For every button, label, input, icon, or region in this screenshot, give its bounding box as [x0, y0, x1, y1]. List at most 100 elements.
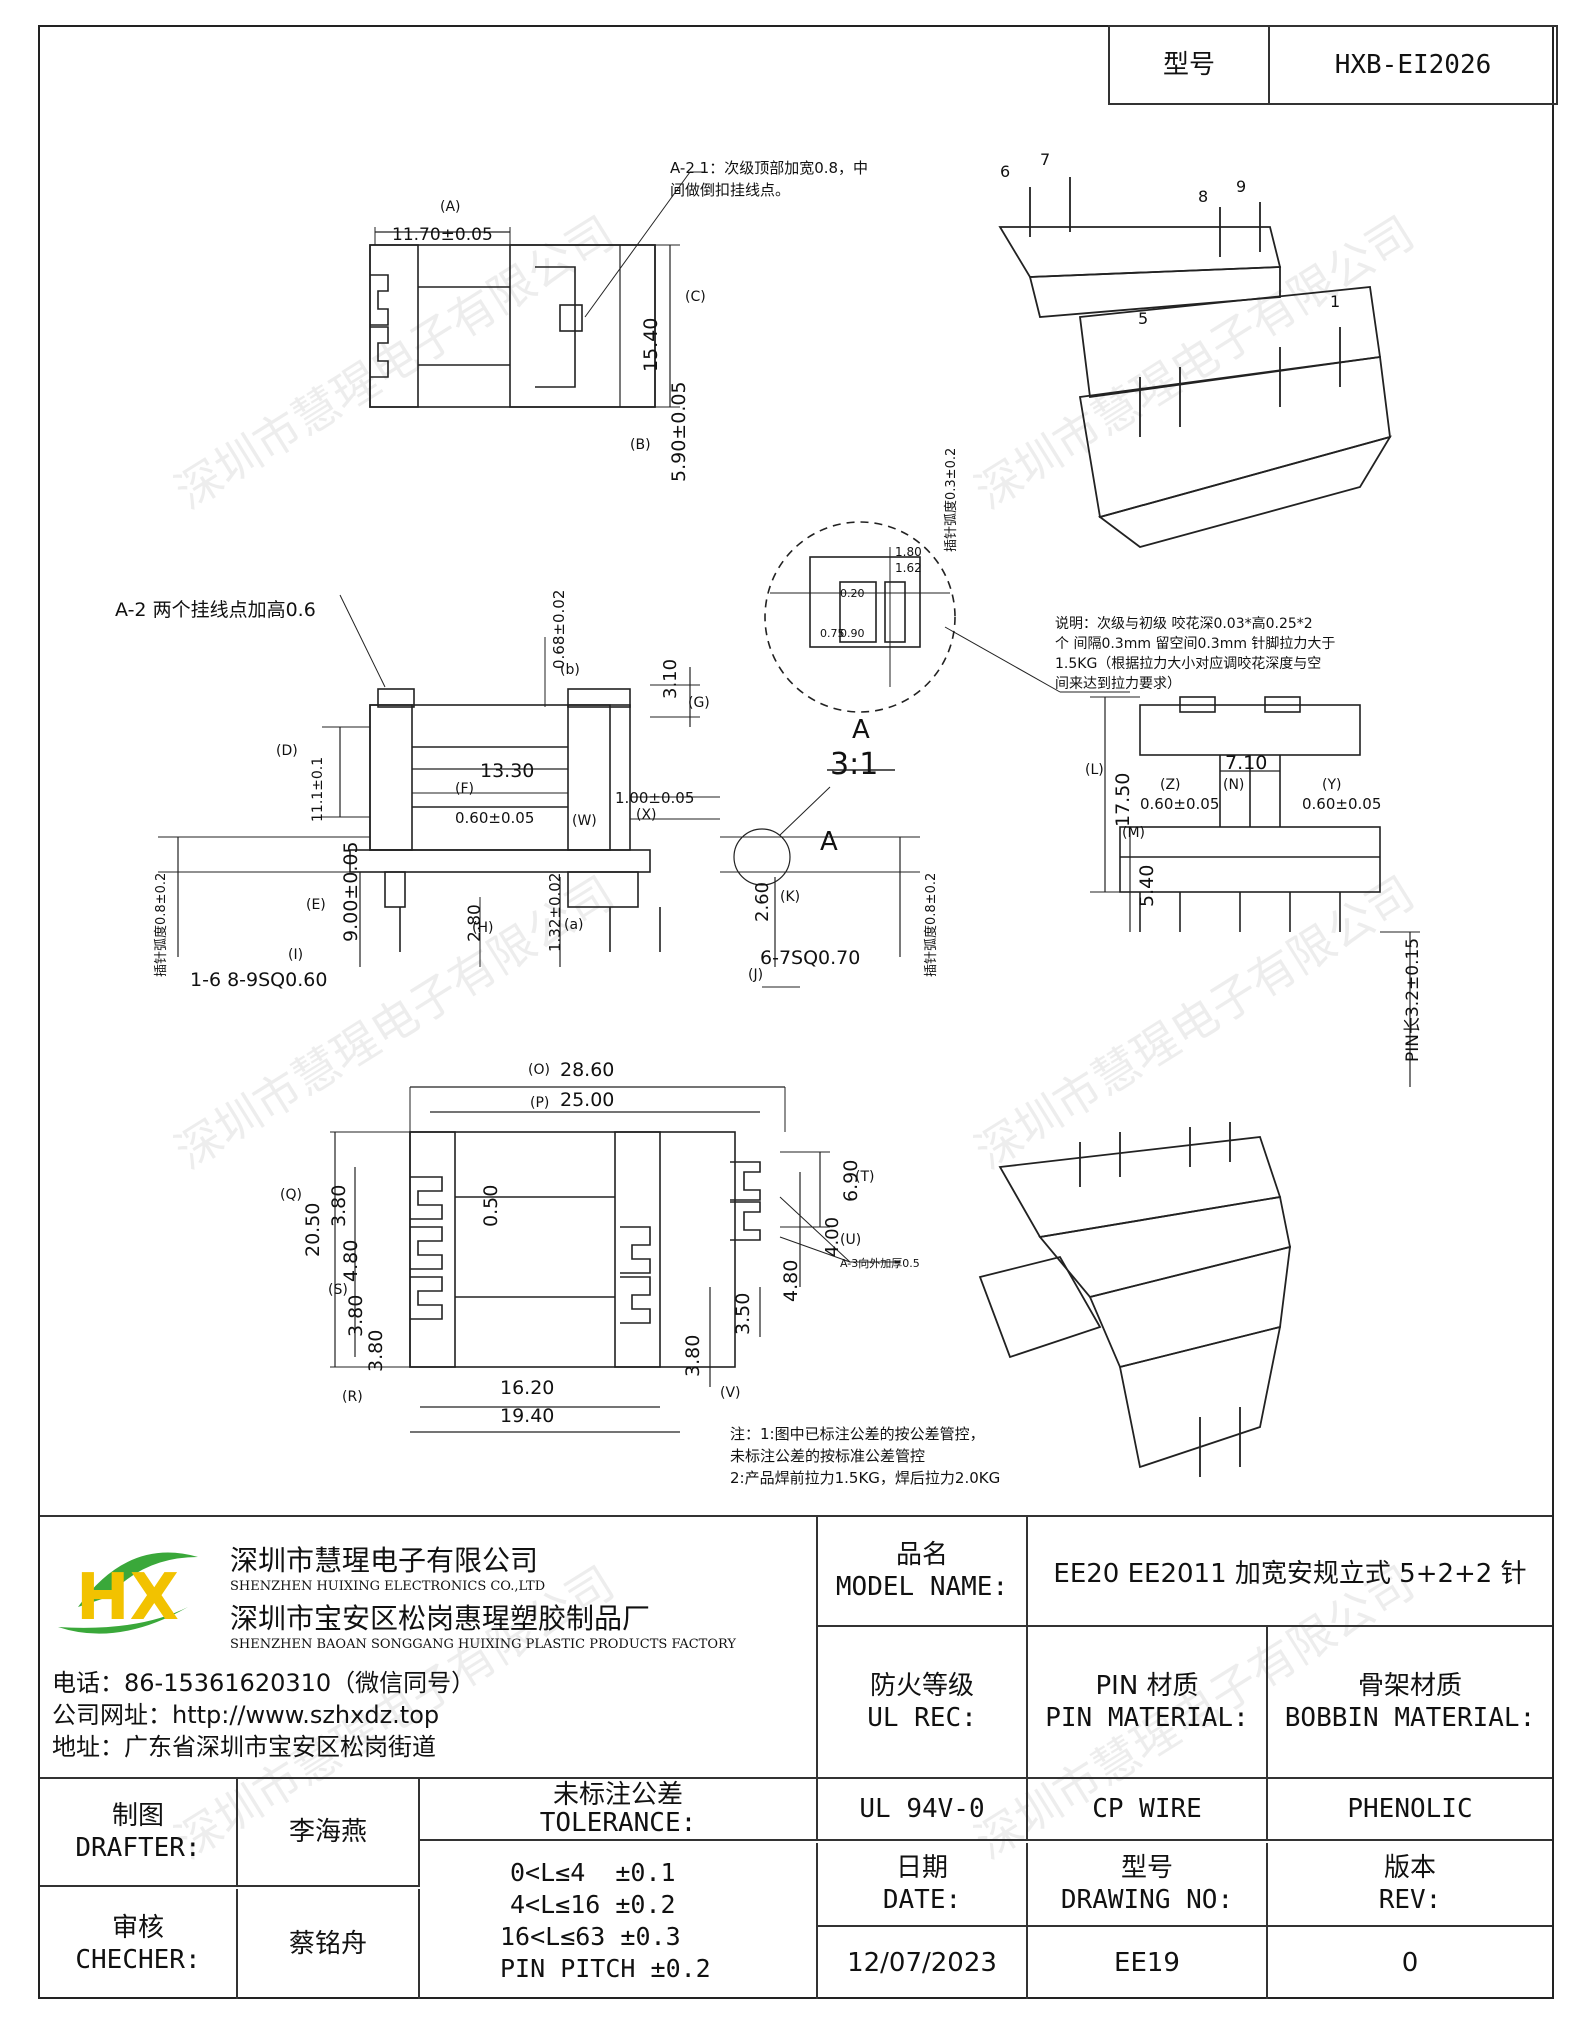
- divider: [40, 1777, 1552, 1779]
- note-a2-top-2: 间做倒扣挂线点。: [670, 181, 791, 199]
- bobbin-value: PHENOLIC: [1268, 1779, 1552, 1841]
- pin-number: 1: [1330, 292, 1341, 311]
- bob-en: BOBBIN MATERIAL:: [1284, 1703, 1536, 1733]
- pin-number: 8: [1198, 187, 1209, 206]
- view-side-left: [158, 594, 920, 988]
- rev-label: 版本 REV:: [1268, 1843, 1552, 1927]
- dim-label: (Y): [1322, 777, 1342, 793]
- view-side-right: [1090, 696, 1420, 1087]
- dim-note: 插针弧度0.3±0.2: [944, 447, 959, 552]
- company-address: 地址：广东省深圳市宝安区松岗街道: [52, 1733, 436, 1761]
- dim-value: 0.60±0.05: [1302, 795, 1382, 813]
- factory-name-cn: 深圳市宝安区松岗惠瑆塑胶制品厂: [230, 1602, 651, 1635]
- model-name-cn: 品名: [895, 1540, 948, 1570]
- dim-value: 1.00±0.05: [615, 789, 695, 807]
- note-a2-left: A-2 两个挂线点加高0.6: [115, 599, 316, 621]
- ul-label: 防火等级 UL REC:: [818, 1627, 1028, 1777]
- dim-label: (a): [564, 917, 584, 933]
- dim-label: (L): [1085, 762, 1104, 778]
- tolerance-label: 未标注公差 TOLERANCE:: [420, 1779, 818, 1841]
- note-desc-4: 间来达到拉力要求）: [1055, 676, 1181, 692]
- dim-label: (N): [1223, 777, 1245, 793]
- scale-ratio: 3:1: [830, 747, 879, 782]
- dim-label: (U): [840, 1232, 862, 1248]
- company-logo: HX: [58, 1552, 198, 1635]
- company-website: 公司网址：http://www.szhxdz.top: [52, 1701, 440, 1729]
- dim-value: 3.80: [328, 1184, 350, 1227]
- dim-value: 11.70±0.05: [392, 225, 493, 245]
- checker-cn: 审核: [111, 1913, 164, 1943]
- model-name-en: MODEL NAME:: [835, 1572, 1009, 1602]
- isometric-view-bottom: [978, 1122, 1292, 1477]
- company-name-en: SHENZHEN HUIXING ELECTRONICS CO.,LTD: [230, 1579, 546, 1594]
- dim-value: 28.60: [560, 1059, 615, 1081]
- drawing-no-label: 型号 DRAWING NO:: [1028, 1843, 1268, 1927]
- section-marker: A: [820, 827, 838, 857]
- rev-en: REV:: [1378, 1885, 1442, 1915]
- drafter-label: 制图 DRAFTER:: [40, 1779, 238, 1887]
- model-name-value: EE20 EE2011 加宽安规立式 5+2+2 针: [1028, 1517, 1552, 1627]
- dim-value: 0.60±0.05: [1140, 795, 1220, 813]
- company-section: HX 深圳市慧瑆电子有限公司 SHENZHEN HUIXING ELECTRON…: [40, 1517, 818, 1777]
- note-bottom-3: 2:产品焊前拉力1.5KG，焊后拉力2.0KG: [730, 1469, 1001, 1487]
- dim-label: (S): [328, 1282, 348, 1298]
- dim-value: 0.60±0.05: [455, 809, 535, 827]
- dim-label: (R): [342, 1389, 363, 1405]
- dim-label: (B): [630, 437, 651, 453]
- dim-label: (E): [306, 897, 326, 913]
- scale-letter: A: [852, 715, 870, 745]
- dim-value: PIN长3.2±0.15: [1403, 937, 1423, 1062]
- bob-cn: 骨架材质: [1357, 1671, 1462, 1701]
- dim-label: (X): [636, 807, 657, 823]
- pin-number: 5: [1138, 309, 1149, 328]
- dim-value: 4.80: [780, 1259, 802, 1302]
- dim-label: (W): [572, 813, 597, 829]
- pin-number: 9: [1236, 177, 1247, 196]
- ul-cn: 防火等级: [869, 1671, 974, 1701]
- dim-label: (V): [720, 1385, 741, 1401]
- dim-label: (Q): [280, 1187, 302, 1203]
- pin-number: 6: [1000, 162, 1011, 181]
- dim-value: 13.30: [480, 760, 535, 782]
- dim-value: 1.32±0.02: [546, 872, 564, 952]
- bobbin-material-label: 骨架材质 BOBBIN MATERIAL:: [1268, 1627, 1552, 1777]
- dim-label: (b): [560, 662, 580, 678]
- note-desc-3: 1.5KG（根据拉力大小对应调咬花深度与空: [1055, 656, 1322, 672]
- dwg-en: DRAWING NO:: [1060, 1885, 1234, 1915]
- note-bottom-1: 注：1:图中已标注公差的按公差管控，: [730, 1425, 985, 1443]
- tolerance-cn: 未标注公差: [552, 1780, 683, 1810]
- dim-value: 7.10: [1225, 752, 1268, 774]
- dim-label: (F): [455, 781, 474, 797]
- dim-label: (O): [528, 1062, 550, 1078]
- tolerance-row: 0<L≤4 ±0.1: [510, 1858, 676, 1887]
- dim-label: (J): [748, 967, 764, 983]
- factory-name-en: SHENZHEN BAOAN SONGGANG HUIXING PLASTIC …: [230, 1637, 736, 1652]
- dim-value: 3.10: [660, 658, 681, 699]
- dwg-cn: 型号: [1120, 1853, 1173, 1883]
- checker-value: 蔡铭舟: [238, 1889, 420, 1999]
- dim-value: 19.40: [500, 1405, 555, 1427]
- dim-value: 3.80: [345, 1294, 367, 1337]
- pin-number: 7: [1040, 150, 1051, 169]
- model-value: HXB-EI2026: [1334, 50, 1492, 80]
- pin-cn: PIN 材质: [1095, 1671, 1199, 1701]
- dim-value: 5.40: [1136, 864, 1158, 907]
- isometric-view-top: [998, 177, 1392, 548]
- dim-value: 3.80: [682, 1334, 704, 1377]
- dim-value: 5.90±0.05: [668, 381, 690, 482]
- dim-label: (T): [855, 1169, 875, 1185]
- dim-value: 0.50: [480, 1184, 502, 1227]
- dim-value: 0.75: [820, 627, 845, 640]
- dim-label: (D): [276, 743, 298, 759]
- dim-value: 25.00: [560, 1089, 615, 1111]
- drawing-sheet: 深圳市慧瑆电子有限公司 深圳市慧瑆电子有限公司 深圳市慧瑆电子有限公司 深圳市慧…: [38, 25, 1558, 1999]
- pin-en: PIN MATERIAL:: [1045, 1703, 1249, 1733]
- ul-en: UL REC:: [867, 1703, 977, 1733]
- dim-label: (C): [685, 289, 706, 305]
- rev-value: 0: [1401, 1948, 1419, 1978]
- pin-value: CP WIRE: [1028, 1779, 1268, 1841]
- drafter-en: DRAFTER:: [75, 1833, 201, 1863]
- rev-cn: 版本: [1383, 1853, 1436, 1883]
- model-label: 型号: [1110, 27, 1270, 103]
- date-label: 日期 DATE:: [818, 1843, 1028, 1927]
